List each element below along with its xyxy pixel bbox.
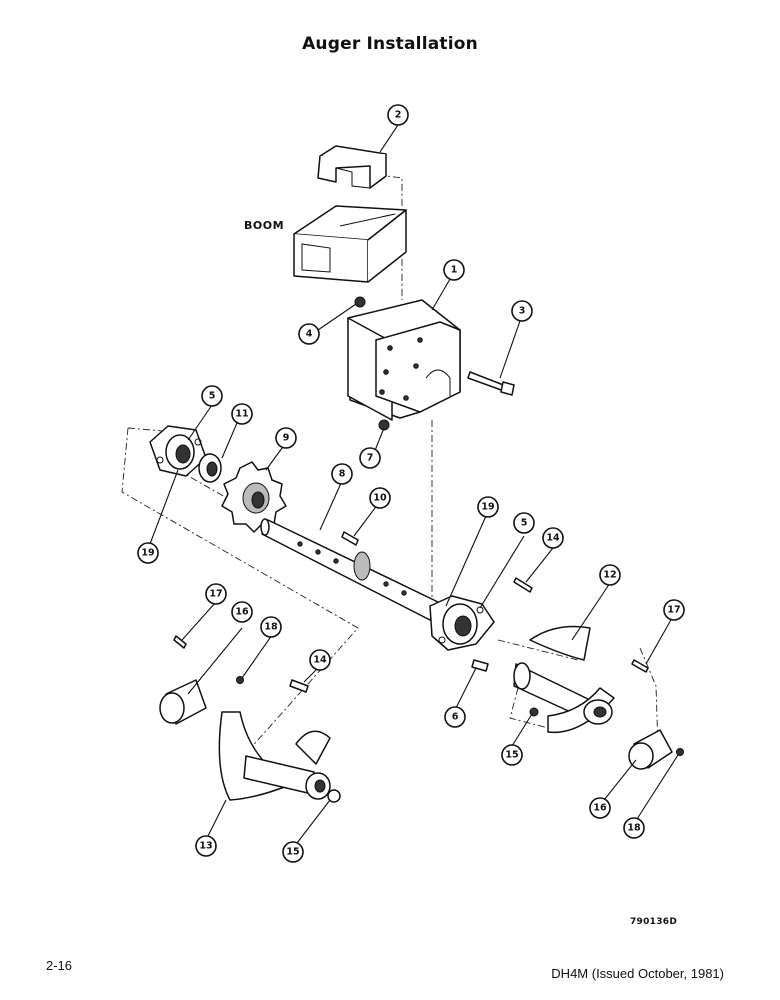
callout-13: 13 [195, 835, 217, 857]
svg-text:6: 6 [452, 712, 459, 723]
callout-8: 8 [331, 463, 353, 485]
svg-text:18: 18 [264, 622, 278, 633]
svg-text:16: 16 [235, 607, 249, 618]
page-number: 2-16 [46, 958, 73, 973]
leader-lines [149, 124, 679, 844]
callout-16-right: 16 [589, 797, 611, 819]
callout-14-right: 14 [542, 527, 564, 549]
svg-text:5: 5 [209, 391, 216, 402]
callout-12: 12 [599, 564, 621, 586]
callout-15-right: 15 [501, 744, 523, 766]
callout-5-right: 5 [513, 512, 535, 534]
svg-text:3: 3 [519, 306, 526, 317]
callout-7: 7 [359, 447, 381, 469]
assembly-lines [121, 174, 659, 761]
part-long-bolt [467, 371, 515, 396]
svg-text:19: 19 [481, 502, 494, 513]
callout-10: 10 [369, 487, 391, 509]
part-bearing-flange-right [429, 595, 495, 651]
part-end-cap-right [628, 729, 684, 770]
callout-18-left: 18 [260, 616, 282, 638]
svg-text:9: 9 [283, 433, 290, 444]
svg-text:2: 2 [395, 110, 402, 121]
page-title: Auger Installation [302, 34, 478, 54]
callout-1: 1 [443, 259, 465, 281]
callout-5-left: 5 [201, 385, 223, 407]
svg-text:17: 17 [667, 605, 680, 616]
drawing-number: 790136D [630, 917, 678, 927]
svg-text:16: 16 [593, 803, 607, 814]
svg-text:13: 13 [199, 841, 212, 852]
callout-6: 6 [444, 706, 466, 728]
svg-text:17: 17 [209, 589, 222, 600]
svg-text:4: 4 [306, 329, 313, 340]
svg-text:5: 5 [521, 518, 528, 529]
part-nuts-upper [354, 296, 390, 431]
svg-text:12: 12 [603, 570, 616, 581]
part-boom-tube [293, 205, 407, 283]
callout-19-left: 19 [137, 542, 159, 564]
part-key [341, 531, 359, 546]
part-nuts-lower [327, 707, 539, 803]
callout-18-right: 18 [623, 817, 645, 839]
part-bolts-right [471, 577, 649, 673]
callout-4: 4 [298, 323, 320, 345]
part-bolt-14-left [289, 679, 309, 693]
boom-label: BOOM [244, 219, 285, 232]
callout-15-left: 15 [282, 841, 304, 863]
callout-3: 3 [511, 300, 533, 322]
callout-14-left: 14 [309, 649, 331, 671]
document-reference: DH4M (Issued October, 1981) [551, 966, 724, 981]
callout-11: 11 [231, 403, 253, 425]
svg-text:1: 1 [451, 265, 458, 276]
part-locking-collar [198, 453, 222, 483]
callout-17-right: 17 [663, 599, 685, 621]
part-bracket-cap [317, 145, 387, 189]
callout-19-right: 19 [477, 496, 499, 518]
part-shaft [260, 518, 439, 621]
part-sprocket [221, 461, 287, 533]
svg-text:10: 10 [373, 493, 387, 504]
part-bearing-flange-left [149, 425, 207, 477]
svg-text:19: 19 [141, 548, 154, 559]
callout-17-left: 17 [205, 583, 227, 605]
svg-text:18: 18 [627, 823, 641, 834]
svg-text:15: 15 [286, 847, 299, 858]
part-bolt-17-left [173, 635, 187, 649]
callout-2: 2 [387, 104, 409, 126]
part-mounting-bracket [347, 299, 461, 421]
part-end-cap-left [159, 676, 244, 725]
svg-text:7: 7 [367, 453, 374, 464]
svg-text:15: 15 [505, 750, 518, 761]
callout-9: 9 [275, 427, 297, 449]
svg-text:8: 8 [339, 469, 346, 480]
svg-text:11: 11 [235, 409, 248, 420]
svg-text:14: 14 [546, 533, 560, 544]
part-auger-right [513, 625, 615, 734]
callout-16-left: 16 [231, 601, 253, 623]
part-auger-left [218, 711, 331, 801]
svg-text:14: 14 [313, 655, 327, 666]
